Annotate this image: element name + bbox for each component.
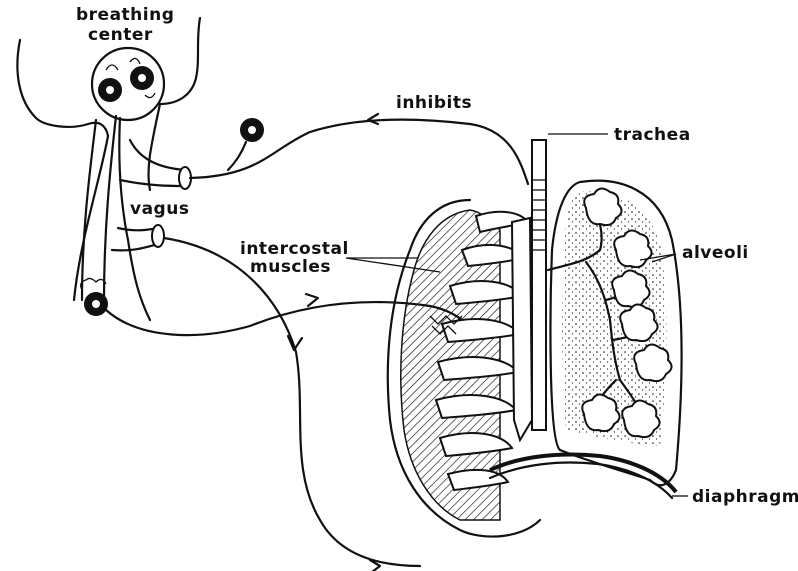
breathing-center-label-2: center	[88, 25, 153, 45]
sternum	[512, 218, 532, 440]
vagus-lower-branch	[112, 228, 158, 250]
breathing-center-label-1: breathing	[76, 5, 174, 25]
intercostal-arrow	[306, 294, 318, 306]
vagus-upper-branch	[120, 140, 185, 186]
inhibits-arrow	[368, 114, 378, 124]
vagus-lower-cut	[152, 225, 164, 247]
spinal-cord	[82, 116, 116, 300]
intercostal-label-1: intercostal	[240, 239, 349, 259]
trachea-label: trachea	[614, 125, 691, 145]
inhibits-label: inhibits	[396, 93, 472, 113]
trachea	[532, 140, 546, 430]
vagus-label: vagus	[130, 199, 189, 219]
diaphragm-nerve-path	[164, 238, 420, 566]
diaphragm-label: diaphragm	[692, 487, 798, 507]
center-neuron-right	[130, 66, 154, 90]
intercostal-label-2: muscles	[250, 257, 331, 277]
alveoli-label: alveoli	[682, 243, 749, 263]
center-neuron-left	[98, 78, 122, 102]
